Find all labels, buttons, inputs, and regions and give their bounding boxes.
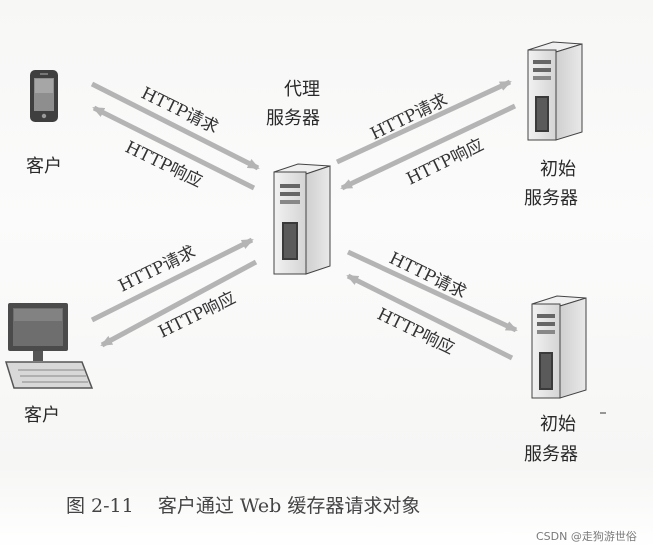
label-tr-response: HTTP响应 bbox=[403, 135, 487, 189]
smartphone-icon bbox=[30, 70, 58, 122]
client-bottom-label: 客户 bbox=[24, 405, 60, 426]
proxy-server-icon bbox=[274, 164, 330, 274]
origin-top-label-line1: 初始 bbox=[540, 159, 576, 180]
label-br-response: HTTP响应 bbox=[374, 305, 458, 359]
origin-server-top-icon bbox=[528, 42, 582, 140]
client-top-label: 客户 bbox=[26, 156, 62, 177]
origin-bottom-label-line1: 初始 bbox=[540, 414, 576, 435]
origin-server-bottom-icon bbox=[532, 296, 586, 398]
origin-bottom-label-line2: 服务器 bbox=[524, 444, 578, 465]
label-tl-response: HTTP响应 bbox=[122, 138, 206, 192]
figure-caption: 图 2-11 客户通过 Web 缓存器请求对象 bbox=[66, 495, 420, 517]
proxy-label-line2: 服务器 bbox=[266, 108, 320, 129]
origin-top-label-line2: 服务器 bbox=[524, 188, 578, 209]
watermark: CSDN @走狗游世俗 bbox=[536, 530, 637, 543]
desktop-computer-icon bbox=[6, 303, 92, 388]
proxy-label-line1: 代理 bbox=[284, 79, 320, 100]
